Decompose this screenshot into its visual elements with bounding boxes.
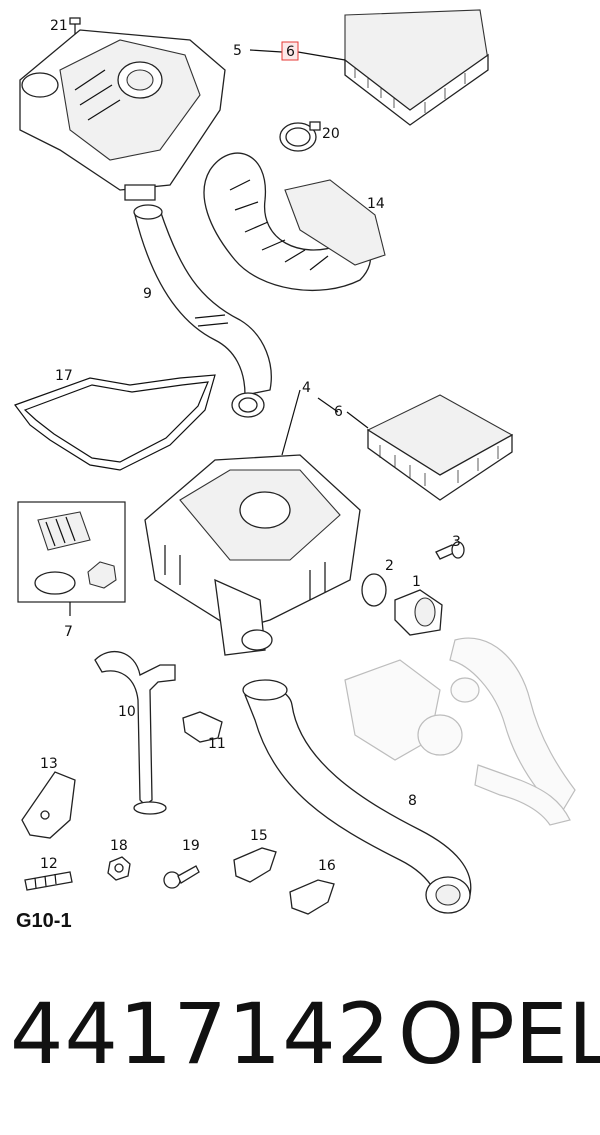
air-hose-9 bbox=[133, 204, 272, 418]
hose-clamp-20 bbox=[279, 121, 321, 152]
mounting-frame-17 bbox=[14, 374, 216, 471]
callout-11: 11 bbox=[208, 736, 226, 752]
brand-name: OPEL bbox=[398, 985, 600, 1083]
air-filter-element-top bbox=[344, 9, 489, 126]
callout-9: 9 bbox=[143, 286, 152, 302]
clip-11 bbox=[182, 711, 223, 743]
intake-hose-corrugated bbox=[203, 152, 386, 291]
nut-18 bbox=[107, 856, 131, 881]
parts-diagram: 21 5 6 20 14 bbox=[14, 9, 576, 915]
callout-18: 18 bbox=[110, 838, 128, 854]
callout-13: 13 bbox=[40, 756, 58, 772]
callout-7: 7 bbox=[64, 624, 73, 640]
bracket-15 bbox=[233, 847, 277, 883]
air-filter-element-middle bbox=[366, 394, 514, 501]
callout-10: 10 bbox=[118, 704, 136, 720]
callout-19: 19 bbox=[182, 838, 200, 854]
seal-ring-2 bbox=[361, 573, 387, 607]
callout-21: 21 bbox=[50, 18, 68, 34]
screw-21 bbox=[69, 17, 81, 34]
callout-4: 4 bbox=[302, 380, 311, 396]
callout-15: 15 bbox=[250, 828, 268, 844]
callout-6-top: 6 bbox=[286, 44, 295, 60]
bracket-16 bbox=[289, 879, 335, 915]
callout-2: 2 bbox=[385, 558, 394, 574]
air-cleaner-housing-upper bbox=[19, 29, 226, 201]
callout-20: 20 bbox=[322, 126, 340, 142]
diagram-code: G10-1 bbox=[16, 910, 72, 932]
callout-6-middle: 6 bbox=[334, 404, 343, 420]
callout-12: 12 bbox=[40, 856, 58, 872]
breather-hose-10 bbox=[94, 651, 176, 815]
callout-16: 16 bbox=[318, 858, 336, 874]
callout-1: 1 bbox=[412, 574, 421, 590]
air-cleaner-housing-lower bbox=[144, 454, 361, 656]
bolt-19 bbox=[163, 865, 200, 889]
part-number: 4417142 bbox=[10, 985, 392, 1083]
callout-3: 3 bbox=[452, 534, 461, 550]
callout-8: 8 bbox=[408, 793, 417, 809]
callout-6-highlight bbox=[281, 41, 299, 61]
bracket-13 bbox=[21, 771, 76, 839]
callout-5: 5 bbox=[233, 43, 242, 59]
turbocharger-ghost bbox=[344, 637, 576, 826]
callout-17: 17 bbox=[55, 368, 73, 384]
screw-3 bbox=[435, 541, 465, 560]
callout-14: 14 bbox=[367, 196, 385, 212]
kit-box-7 bbox=[17, 501, 126, 603]
stud-bolt-12 bbox=[24, 871, 73, 891]
mass-air-flow-sensor-1 bbox=[394, 589, 443, 636]
air-hose-8 bbox=[242, 679, 472, 914]
